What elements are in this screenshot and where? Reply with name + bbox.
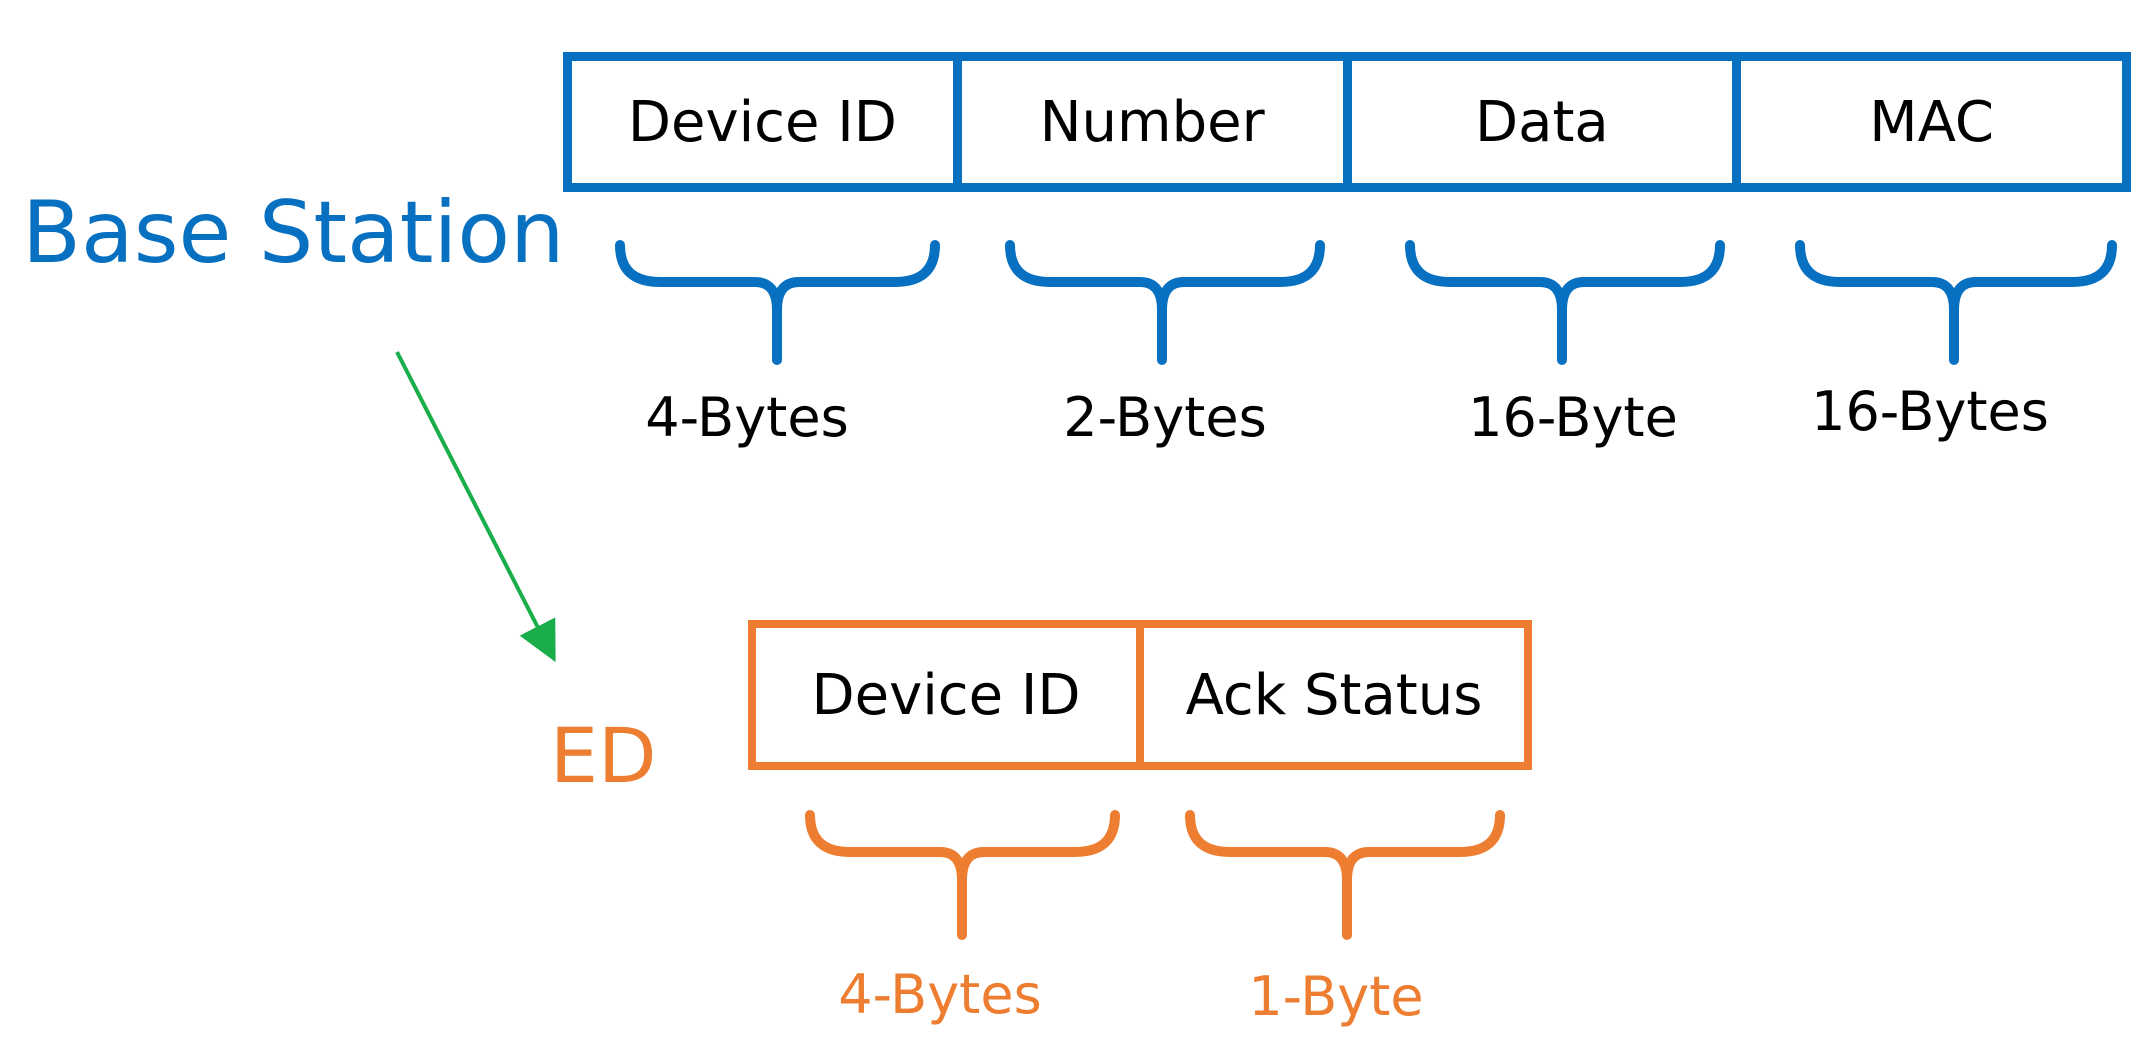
arrow-bs-to-ed [395, 351, 556, 663]
bs-field-mac: MAC [1732, 61, 2122, 183]
bs-size-mac: 16-Bytes [1811, 380, 2049, 443]
ed-brace-ack-status [1185, 810, 1505, 940]
bs-size-data: 16-Byte [1468, 386, 1678, 449]
ed-title: ED [550, 711, 657, 800]
bs-brace-number [1005, 240, 1325, 365]
ed-size-device-id: 4-Bytes [838, 963, 1042, 1026]
bs-field-device-id: Device ID [627, 89, 897, 155]
base-station-packet: Device ID Number Data MAC [563, 52, 2131, 192]
ed-size-ack-status: 1-Byte [1248, 965, 1424, 1028]
ed-field-ack-status: Ack Status [1136, 628, 1524, 762]
ed-packet: Device ID Ack Status [748, 620, 1532, 770]
bs-brace-data [1405, 240, 1725, 365]
ed-field-device-id: Device ID [811, 662, 1081, 728]
bs-field-number: Number [952, 61, 1343, 183]
bs-size-number: 2-Bytes [1063, 386, 1267, 449]
base-station-title: Base Station [22, 183, 565, 283]
bs-brace-device-id [615, 240, 940, 365]
bs-field-data: Data [1342, 61, 1733, 183]
bs-size-device-id: 4-Bytes [645, 386, 849, 449]
bs-brace-mac [1795, 240, 2117, 365]
ed-brace-device-id [805, 810, 1120, 940]
